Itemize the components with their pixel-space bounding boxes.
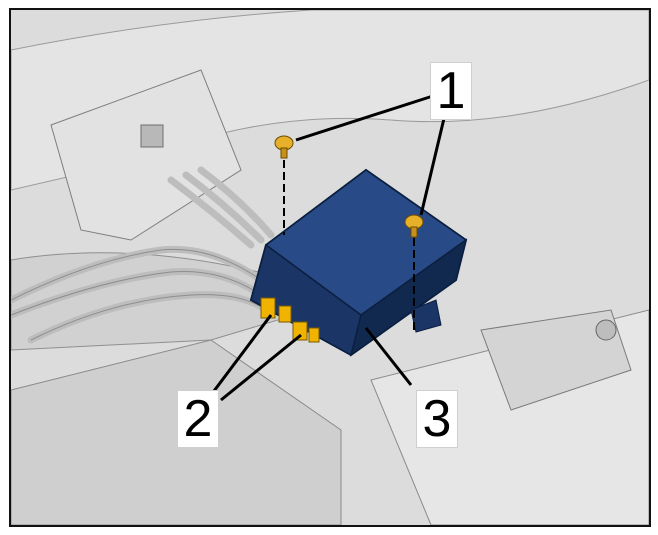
screw-left (274, 135, 294, 159)
bracket-slot (140, 124, 164, 148)
callout-1: 1 (430, 62, 472, 120)
screw-right (404, 214, 424, 238)
callout-3: 3 (416, 390, 458, 448)
diagram-frame: 1 2 3 (9, 8, 651, 527)
right-bracket (480, 309, 632, 411)
diagram-illustration (11, 10, 649, 525)
bolt-hole (595, 319, 617, 341)
lower-left-panel (11, 339, 342, 525)
callout-2: 2 (177, 390, 219, 448)
wiring-outline (11, 248, 267, 341)
leader-lines (209, 93, 448, 402)
installation-guides (283, 160, 415, 330)
